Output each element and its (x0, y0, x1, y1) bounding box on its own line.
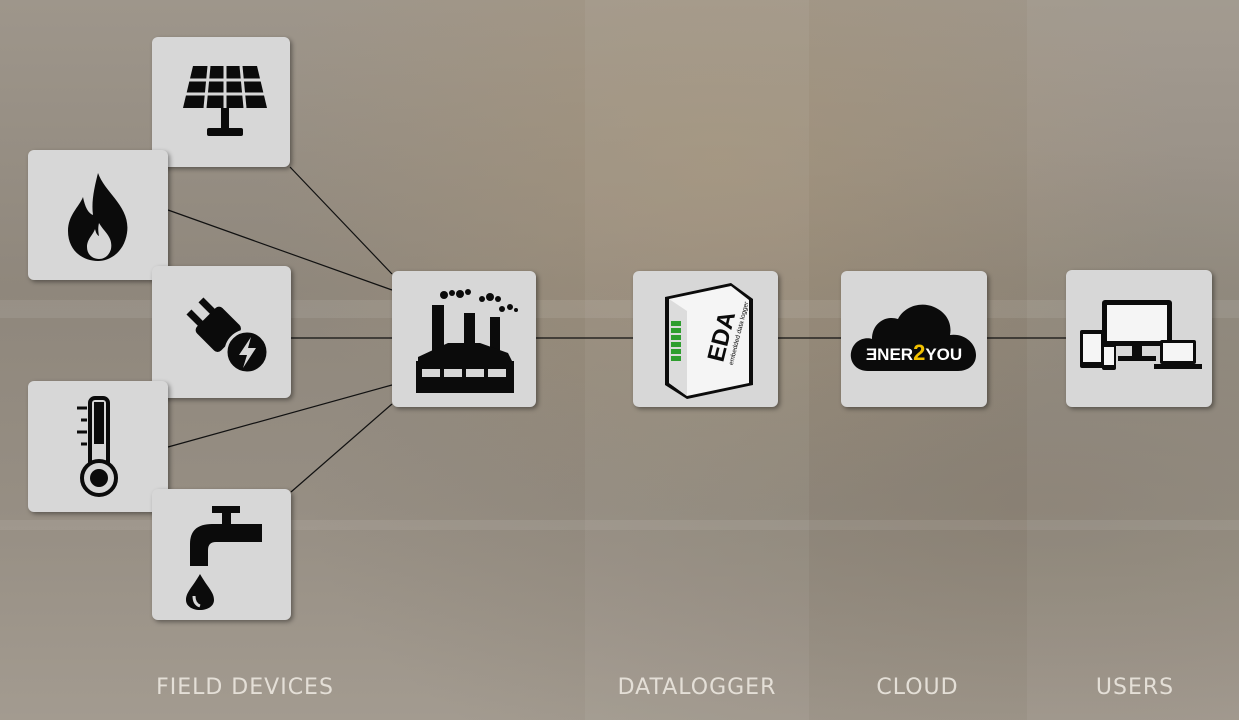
factory-icon (416, 289, 518, 393)
column-label-cloud: CLOUD (876, 675, 959, 700)
users-tile[interactable] (1066, 270, 1212, 407)
flame-tile[interactable] (28, 150, 168, 280)
thermometer-tile[interactable] (28, 381, 168, 512)
datalogger-tile[interactable]: EDA embedded data logger (633, 271, 778, 407)
link-tap-factory (290, 403, 393, 493)
solar-panel-icon (183, 65, 267, 136)
electric-plug-icon (185, 297, 269, 375)
solar-panel-tile[interactable] (152, 37, 290, 167)
link-flame-factory (167, 209, 393, 291)
column-label-field-devices: FIELD DEVICES (156, 675, 334, 700)
column-label-users: USERS (1095, 675, 1175, 700)
electric-plug-tile[interactable] (152, 266, 291, 398)
link-thermometer-factory (167, 384, 393, 448)
cloud-tile[interactable]: ƎNER2YOU (841, 271, 987, 407)
flame-icon (68, 173, 128, 261)
factory-tile[interactable] (392, 271, 536, 407)
water-tap-icon (185, 505, 262, 610)
datalogger-device-icon: EDA embedded data logger (664, 282, 753, 399)
column-label-datalogger: DATALOGGER (617, 675, 777, 700)
devices-icon (1080, 299, 1202, 370)
cloud-brand: ƎNER2YOU (866, 340, 962, 365)
background-streak (0, 520, 1239, 530)
thermometer-icon (77, 395, 118, 497)
cloud-logo-icon: ƎNER2YOU (850, 304, 976, 371)
link-solar-factory (289, 166, 393, 275)
water-tap-tile[interactable] (152, 489, 291, 620)
